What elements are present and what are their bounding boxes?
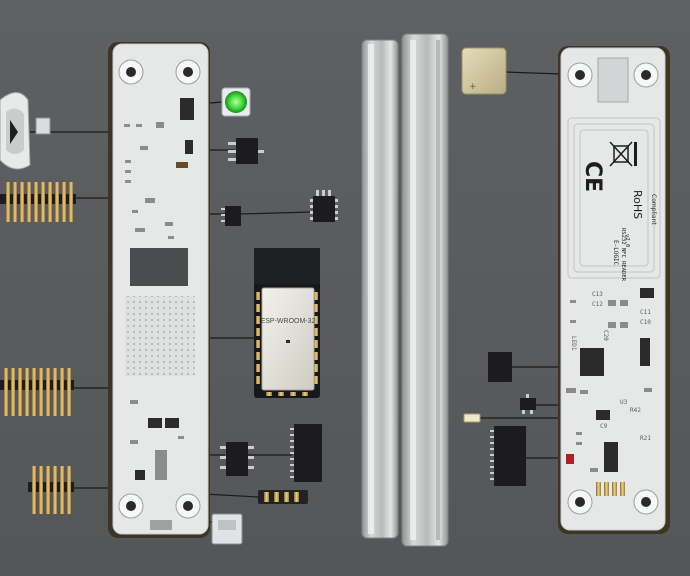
sot23-6 [488,352,512,382]
ssop-chip [490,426,526,486]
ref-r21: R21 [640,435,651,442]
ce-mark: CE [580,161,605,192]
tssop-chip [290,424,322,482]
programming-header [258,490,308,504]
ref-c13: C13 [592,291,603,298]
small-ic [221,206,241,226]
ref-c12: C12 [592,301,603,308]
ref-u3: U3 [620,399,628,406]
pin-header-top [0,182,76,222]
enclosure-bar-right [401,33,449,547]
battery-holder [0,92,51,170]
pin-header-middle [0,368,74,416]
ref-r42: R42 [630,407,641,414]
ref-c20: C20 [602,330,609,341]
buzzer: + [461,47,507,95]
wifi-module-label: ESP-WROOM-32 [261,318,316,325]
enclosure-bar-left [361,39,399,539]
ref-c11: C11 [640,309,651,316]
ref-designators: C13 C12 C11 C10 C20 LED1 R42 U3 R21 C9 [570,291,651,442]
board-maker: E-LOGIC [612,240,619,266]
weee-icon [609,141,633,167]
pcb-back: CE RoHS Compliant E-LOGIC RS232 NFC READ… [558,46,670,534]
ref-c9: C9 [600,423,608,430]
board-version: v2.0 [624,234,630,247]
resistor-part [463,413,481,423]
nfc-antenna-traces [567,117,661,279]
wifi-module: ESP-WROOM-32 [254,248,320,398]
svg-text:+: + [469,82,477,92]
rohs-mark: RoHS [631,190,644,219]
board-name: RS232 NFC READER [620,228,626,282]
ref-c10: C10 [640,319,651,326]
pcb-keepout [125,296,195,376]
status-led [221,87,251,117]
pcb-cutout [130,248,188,286]
pcb-front [108,42,210,538]
ref-led1: LED1 [570,336,577,351]
sot-transistor [228,138,264,164]
soic-chip [310,190,338,222]
pin-header-bottom [28,466,74,514]
tiny-transistor [520,394,536,414]
dip-ic-pair [220,442,254,476]
usb-connector [211,513,243,545]
rohs-sub: Compliant [650,194,657,225]
